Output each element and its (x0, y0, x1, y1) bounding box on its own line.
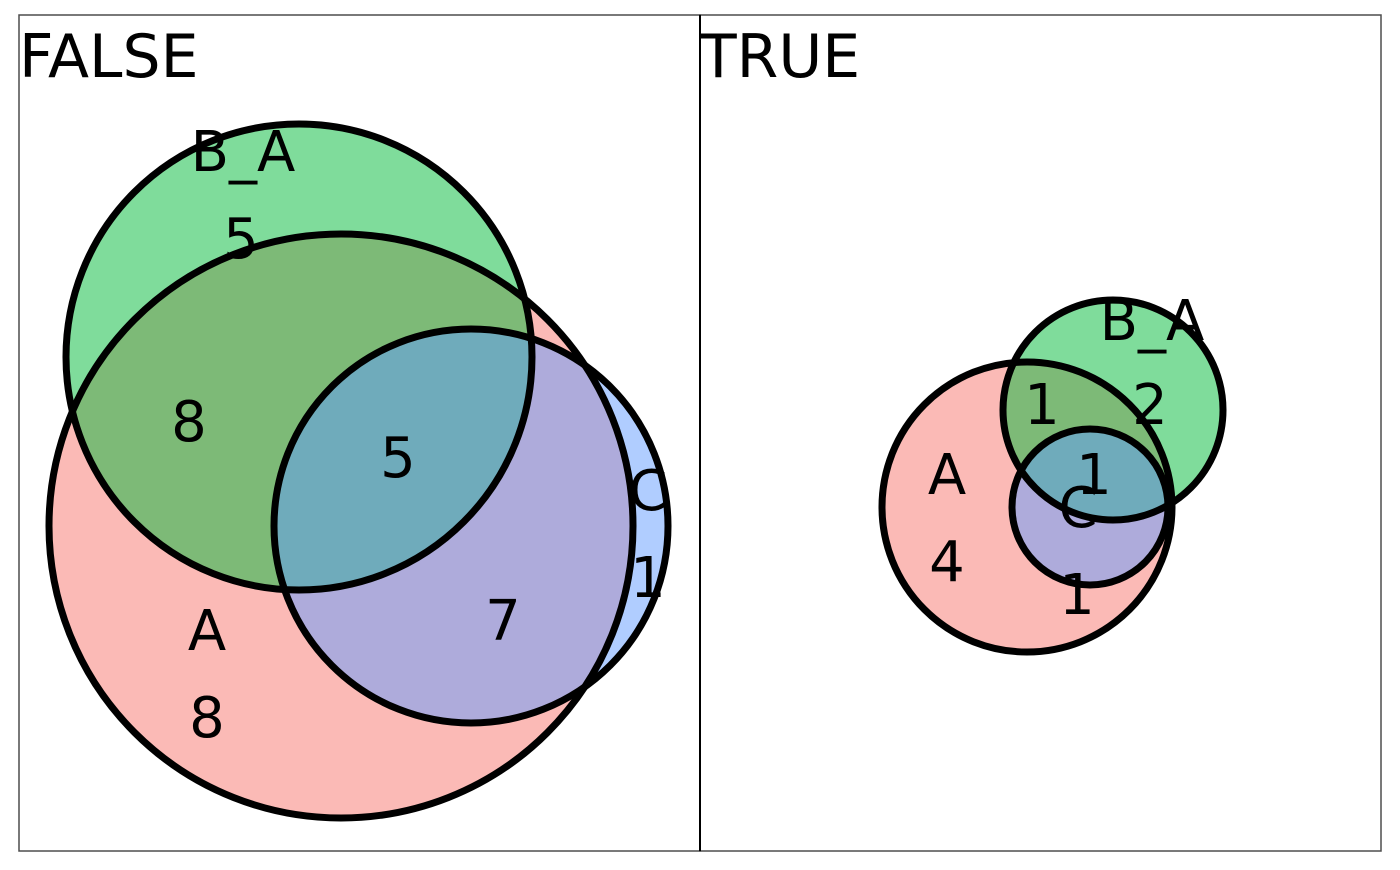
panel-true-set-c-outline (1008, 425, 1172, 589)
panel-true-b-a-only-count: 2 (1132, 373, 1168, 438)
panel-false-set-c-outline (270, 325, 672, 727)
panel-true-set-a-label: A (928, 443, 966, 508)
panel-true-title: TRUE (699, 22, 860, 92)
panel-true-a-b-count: 1 (1024, 373, 1060, 438)
panel-false-set-a-outline (45, 230, 637, 822)
panel-false-a-c-count: 7 (485, 589, 521, 654)
panel-true-set-b-a-outline (999, 296, 1227, 524)
panel-true-a-b-c-count: 1 (1076, 443, 1112, 508)
panel-true: TRUE B_A 1 2 A 1 C 4 1 (699, 22, 1227, 656)
panel-true-set-a-outline (878, 358, 1176, 656)
panel-false: FALSE B_A 5 8 5 C 1 A 7 8 (19, 22, 672, 822)
panel-false-a-only-count: 8 (189, 686, 225, 751)
panel-false-a-b-c-count: 5 (380, 426, 416, 491)
panel-false-set-c-label: C (628, 459, 667, 524)
panel-false-a-b-count: 8 (171, 390, 207, 455)
panel-true-set-c-label: C (1058, 476, 1097, 541)
panel-false-c-only-count: 1 (630, 546, 666, 611)
panel-false-title: FALSE (19, 22, 198, 92)
panel-true-set-b-a-label: B_A (1100, 289, 1205, 354)
panel-true-a-c-count: 1 (1059, 563, 1095, 628)
panel-false-set-a-label: A (188, 599, 226, 664)
panel-false-set-b-a-label: B_A (191, 120, 296, 185)
panel-false-set-c-circle (274, 329, 668, 723)
panel-true-a-only-count: 4 (929, 530, 965, 595)
panel-true-set-c-circle (1012, 429, 1168, 585)
panel-false-set-b-a-outline (62, 120, 536, 594)
panel-false-b-a-only-count: 5 (223, 207, 259, 272)
